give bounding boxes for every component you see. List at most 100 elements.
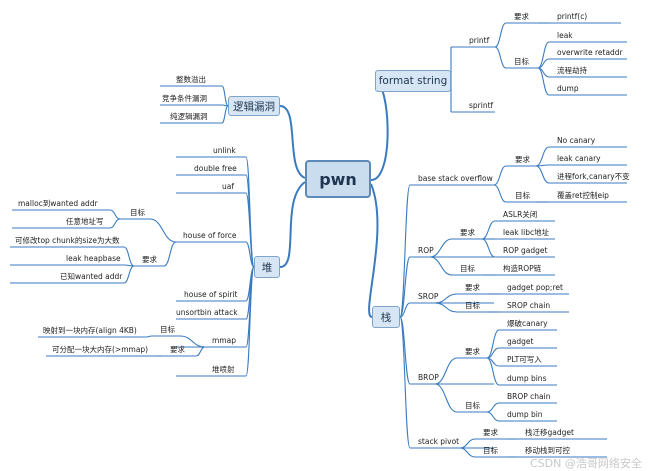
node-goal-leak[interactable]: leak	[557, 31, 573, 40]
node-uaf[interactable]: uaf	[222, 182, 234, 191]
node-printf-req[interactable]: 要求	[514, 12, 529, 21]
branch-curve	[434, 383, 458, 413]
node-mmap-goal[interactable]: 目标	[160, 325, 175, 334]
branch-curve	[123, 265, 135, 284]
node-known-wanted-addr[interactable]: 已知wanted addr	[60, 272, 123, 281]
branch-curve	[163, 241, 177, 267]
node-race-condition[interactable]: 竞争条件漏洞	[162, 94, 207, 103]
node-bruteforce-canary[interactable]: 爆破canary	[507, 319, 548, 328]
node-bso-req[interactable]: 要求	[515, 155, 530, 164]
branch-curve	[149, 218, 177, 243]
node-printf-c[interactable]: printf(c)	[557, 12, 588, 21]
node-dump-bin[interactable]: dump bin	[507, 410, 543, 419]
node-pivot-goal[interactable]: 目标	[483, 446, 498, 455]
branch-curve	[493, 184, 507, 203]
branch-curve	[434, 357, 458, 385]
node-leak-heapbase[interactable]: leak heapbase	[66, 254, 121, 263]
branch-curve	[535, 165, 550, 184]
node-goal-dump[interactable]: dump	[557, 84, 579, 93]
branch-stack[interactable]: 栈	[372, 306, 400, 328]
node-brop-req[interactable]: 要求	[465, 347, 480, 356]
node-gadget-pop-ret[interactable]: gadget pop;ret	[507, 283, 563, 292]
branch-curve	[493, 165, 507, 186]
node-house-of-spirit[interactable]: house of spirit	[184, 290, 238, 299]
node-no-canary[interactable]: No canary	[557, 136, 596, 145]
node-rop-goal[interactable]: 目标	[460, 264, 475, 273]
branch-curve	[399, 256, 411, 318]
node-double-free[interactable]: double free	[194, 164, 237, 173]
node-pivot-req[interactable]: 要求	[483, 428, 498, 437]
node-stack-migration-gadget[interactable]: 栈迁移gadget	[525, 428, 574, 437]
branch-curve	[245, 266, 255, 377]
node-aslr-off[interactable]: ASLR关闭	[503, 210, 538, 219]
branch-curve	[109, 209, 121, 220]
node-srop[interactable]: SROP	[418, 292, 439, 301]
branch-curve	[109, 218, 121, 229]
node-map-memory-align[interactable]: 映射到一块内存(align 4KB)	[43, 326, 137, 335]
node-leak-libc[interactable]: leak libc地址	[503, 228, 550, 237]
node-srop-req[interactable]: 要求	[465, 283, 480, 292]
branch-curve	[123, 246, 135, 267]
branch-curve	[494, 46, 507, 69]
node-hof-goal[interactable]: 目标	[130, 208, 145, 217]
node-brop-goal[interactable]: 目标	[465, 401, 480, 410]
node-sprintf[interactable]: sprintf	[469, 101, 494, 110]
node-hof-req[interactable]: 要求	[142, 255, 157, 264]
node-unsortbin-attack[interactable]: unsortbin attack	[176, 308, 238, 317]
branch-curve	[399, 316, 411, 449]
node-rop-req[interactable]: 要求	[460, 228, 475, 237]
node-leak-canary[interactable]: leak canary	[557, 154, 601, 163]
node-goal-hijack[interactable]: 流程劫持	[557, 66, 587, 75]
node-goal-overwrite-retaddr[interactable]: overwrite retaddr	[557, 48, 623, 57]
node-build-rop-chain[interactable]: 构造ROP链	[503, 264, 542, 273]
branch-curve	[399, 184, 411, 318]
branch-curve	[399, 302, 411, 318]
node-house-of-force[interactable]: house of force	[183, 231, 237, 240]
node-arbitrary-write[interactable]: 任意地址写	[66, 217, 104, 226]
branch-curve	[145, 335, 153, 338]
node-brop-gadget[interactable]: gadget	[507, 337, 534, 346]
branch-curve	[245, 241, 255, 268]
branch-curve	[535, 146, 550, 167]
node-malloc-wanted-addr[interactable]: malloc到wanted addr	[18, 199, 98, 208]
root-to-format	[370, 80, 389, 181]
branch-curve	[481, 238, 496, 258]
branch-curve	[481, 220, 496, 240]
root-to-stack	[368, 183, 379, 318]
node-integer-overflow[interactable]: 整数溢出	[176, 75, 206, 84]
branch-curve	[221, 105, 229, 124]
branch-logic-bugs[interactable]: 逻辑漏洞	[228, 96, 280, 116]
node-mmap[interactable]: mmap	[212, 336, 236, 345]
node-brop-chain[interactable]: BROP chain	[507, 392, 551, 401]
node-printf-goal[interactable]: 目标	[514, 57, 529, 66]
branch-curve	[459, 447, 476, 458]
node-modify-top-chunk[interactable]: 可修改top chunk的size为大数	[15, 236, 120, 245]
node-unlink[interactable]: unlink	[213, 146, 236, 155]
root-node[interactable]: pwn	[305, 160, 371, 198]
node-overwrite-ret-eip[interactable]: 覆盖ret控制eip	[557, 191, 609, 200]
node-srop-goal[interactable]: 目标	[465, 301, 480, 310]
node-printf[interactable]: printf	[469, 36, 490, 45]
node-heap-spray[interactable]: 堆喷射	[212, 365, 235, 374]
branch-curve	[494, 22, 507, 48]
branch-heap[interactable]: 堆	[254, 256, 280, 278]
node-plt-writable[interactable]: PLT可写入	[507, 355, 542, 364]
node-rop[interactable]: ROP	[418, 246, 434, 255]
branch-curve	[434, 302, 458, 313]
branch-format-string[interactable]: format string	[375, 70, 451, 92]
node-rop-gadget[interactable]: ROP gadget	[503, 246, 548, 255]
node-dump-bins[interactable]: dump bins	[507, 374, 547, 383]
node-base-stack-overflow[interactable]: base stack overflow	[418, 174, 493, 183]
node-move-stack-controlled[interactable]: 移动栈到可控	[525, 446, 570, 455]
node-alloc-large-memory[interactable]: 可分配一块大内存(>mmap)	[52, 345, 149, 354]
node-brop[interactable]: BROP	[418, 373, 439, 382]
node-srop-chain[interactable]: SROP chain	[507, 301, 551, 310]
branch-curve	[245, 192, 255, 268]
node-fork-canary[interactable]: 进程fork,canary不变	[557, 172, 630, 181]
node-bso-goal[interactable]: 目标	[515, 191, 530, 200]
node-mmap-req[interactable]: 要求	[170, 345, 185, 354]
node-stack-pivot[interactable]: stack pivot	[418, 437, 460, 446]
branch-curve	[195, 346, 206, 357]
node-pure-logic-bug[interactable]: 纯逻辑漏洞	[170, 112, 208, 121]
